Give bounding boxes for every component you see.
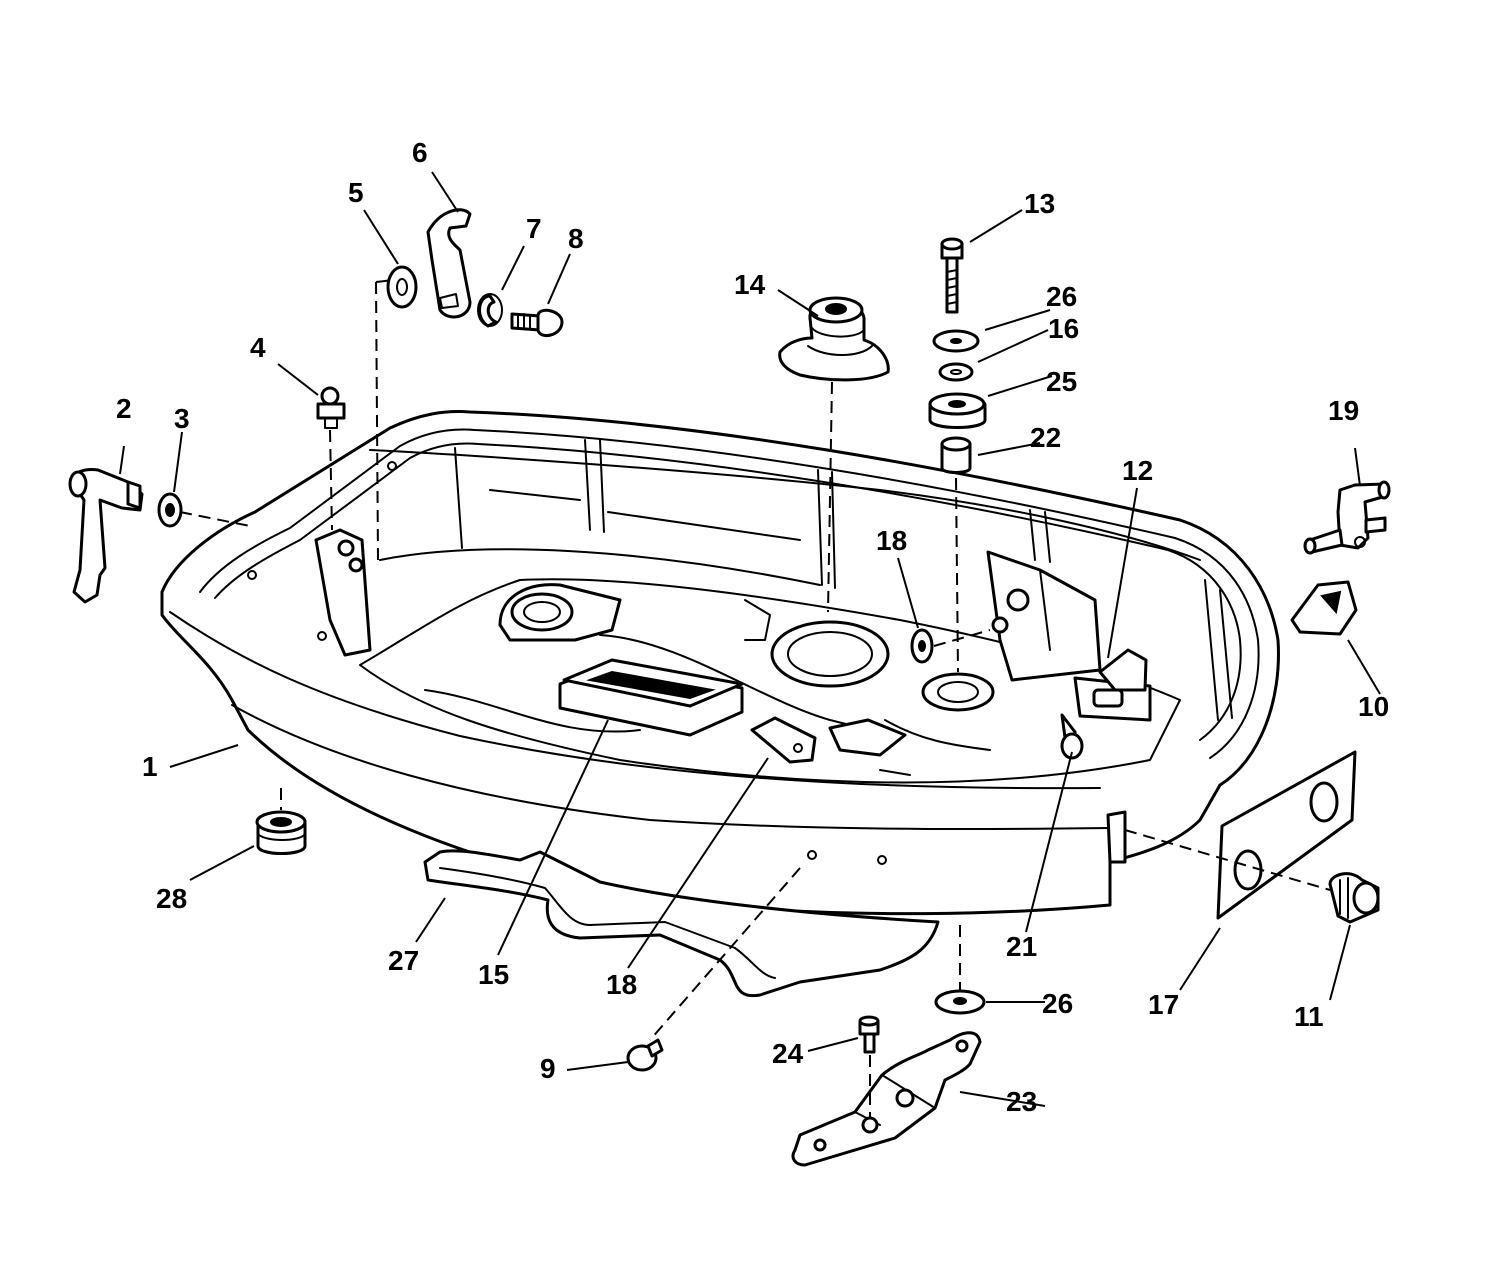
callout-2: 2 <box>116 393 132 424</box>
callout-7: 7 <box>526 213 542 244</box>
callout-5: 5 <box>348 177 364 208</box>
callout-15: 15 <box>478 959 509 990</box>
callout-3: 3 <box>174 403 190 434</box>
screw-21 <box>1060 713 1084 760</box>
plug-11 <box>1328 872 1380 924</box>
callout-6: 6 <box>412 137 428 168</box>
plug-28 <box>255 810 307 855</box>
callout-22: 22 <box>1030 422 1061 453</box>
callout-13: 13 <box>1024 188 1055 219</box>
callout-18-lower: 18 <box>606 969 637 1000</box>
vent-seal-15 <box>558 658 744 737</box>
push-pin-9 <box>626 1038 664 1072</box>
gasket-plate-17 <box>1216 750 1357 920</box>
pad-floor <box>828 718 907 757</box>
callout-12: 12 <box>1122 455 1153 486</box>
fuel-fitting-19 <box>1303 480 1391 555</box>
grommet-18-side <box>910 628 934 664</box>
grommet-14 <box>778 296 890 382</box>
alignment-lines <box>179 279 1331 1118</box>
clip-10 <box>1290 580 1358 636</box>
callout-19: 19 <box>1328 395 1359 426</box>
callout-11: 11 <box>1294 1001 1324 1032</box>
callout-25: 25 <box>1046 366 1077 397</box>
callout-17: 17 <box>1148 989 1179 1020</box>
callout-21: 21 <box>1006 931 1037 962</box>
callout-1: 1 <box>142 751 158 782</box>
leader-lines <box>119 171 1381 1107</box>
callout-9: 9 <box>540 1053 556 1084</box>
callout-26-upper: 26 <box>1046 281 1077 312</box>
callout-24: 24 <box>772 1038 804 1069</box>
latch-hook-6 <box>426 208 472 319</box>
callout-18-upper: 18 <box>876 525 907 556</box>
sleeve-22 <box>940 436 972 474</box>
callout-23: 23 <box>1006 1086 1037 1117</box>
bolt-24 <box>858 1015 880 1054</box>
clip-18-floor <box>750 716 817 764</box>
screw-8 <box>510 308 564 338</box>
callout-14: 14 <box>734 269 766 300</box>
callout-8: 8 <box>568 223 584 254</box>
callout-16: 16 <box>1048 313 1079 344</box>
washer-5 <box>386 265 418 309</box>
grease-fitting-4 <box>316 386 346 429</box>
washer-26-upper <box>932 329 980 353</box>
bottom-gasket-27 <box>423 849 940 998</box>
callout-10: 10 <box>1358 691 1389 722</box>
bracket-23 <box>791 1031 982 1167</box>
grommet-25 <box>928 392 987 429</box>
callout-4: 4 <box>250 332 266 363</box>
lever-2 <box>68 468 144 604</box>
bolt-13 <box>940 237 964 314</box>
callout-28: 28 <box>156 883 187 914</box>
washer-3 <box>157 492 183 528</box>
callout-labels: 1 2 3 4 5 6 7 8 9 10 11 12 13 14 15 16 1… <box>116 137 1389 1117</box>
washer-26-lower <box>934 989 986 1015</box>
washer-16 <box>938 362 974 382</box>
lower-motor-cover <box>160 410 1280 916</box>
e-clip-7 <box>477 293 503 328</box>
callout-27: 27 <box>388 945 419 976</box>
callout-26-lower: 26 <box>1042 988 1073 1019</box>
